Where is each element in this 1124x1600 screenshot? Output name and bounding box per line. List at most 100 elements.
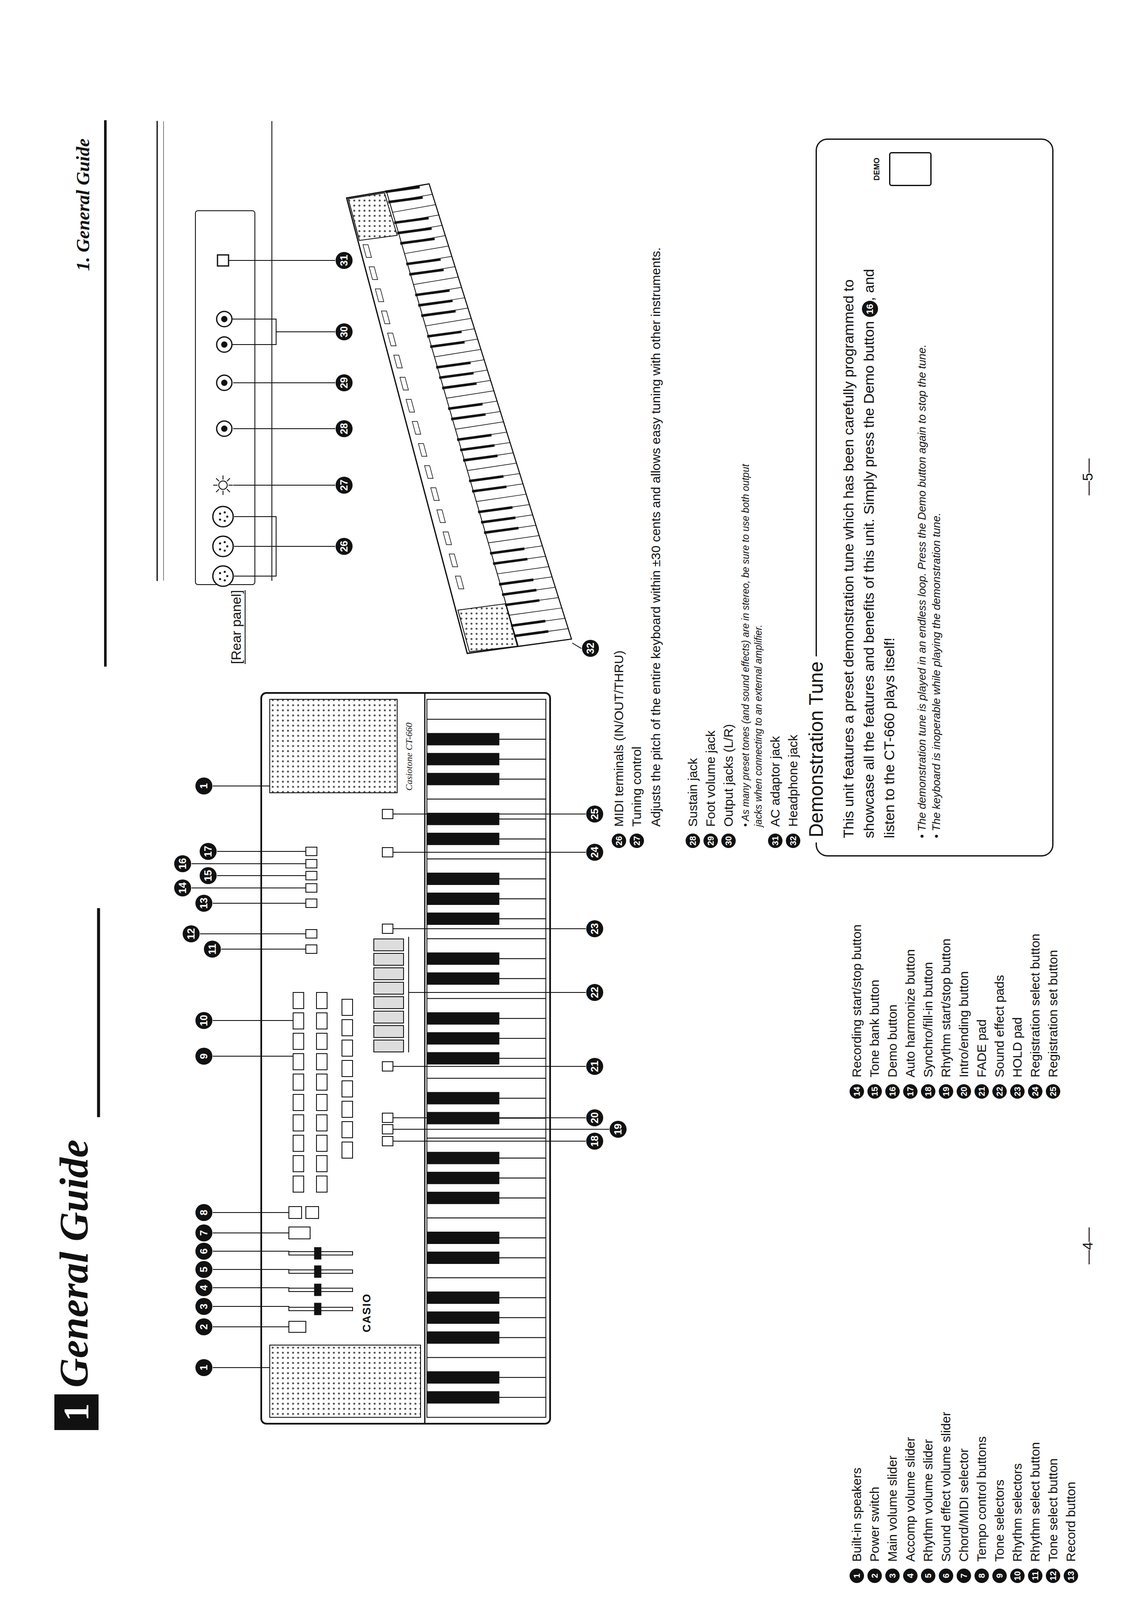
panel-button	[382, 809, 393, 819]
part-name: Built-in speakers	[849, 1467, 865, 1562]
key-line	[506, 597, 559, 605]
midi-pin	[223, 570, 226, 574]
key-line	[392, 204, 436, 213]
button-icon: DEMO	[872, 145, 936, 193]
key-line	[410, 266, 455, 275]
key-line	[434, 349, 481, 357]
panel-button	[305, 944, 317, 954]
tone-selector	[316, 1155, 328, 1172]
leader-line	[572, 643, 582, 649]
heading-rule	[104, 121, 107, 666]
description-text: Adjusts the pitch of the entire keyboard…	[647, 163, 665, 827]
key-line	[419, 297, 465, 306]
black-key	[426, 753, 500, 766]
jack-hole	[221, 425, 228, 432]
control-shape	[412, 421, 421, 435]
control-shape	[430, 487, 440, 501]
midi-pin	[219, 512, 222, 515]
part-name: Output jacks (L/R)	[720, 723, 737, 827]
tone-selector	[316, 1094, 328, 1111]
tuning-ray	[216, 478, 219, 481]
panel-button	[305, 898, 317, 908]
midi-pin	[223, 579, 226, 582]
bracket-line	[408, 937, 410, 1052]
midi-pin	[223, 549, 226, 552]
part-name: Registration select button	[1027, 933, 1043, 1078]
tone-selector	[293, 1073, 304, 1091]
black-key	[426, 1032, 500, 1045]
black-key	[426, 952, 500, 965]
jack-symbol	[216, 375, 232, 391]
slider-knob	[314, 1302, 322, 1315]
part-name: Power switch	[867, 1486, 883, 1562]
leader-line	[392, 851, 586, 853]
callout-number: 11	[203, 940, 221, 958]
panel-edge	[271, 121, 273, 581]
black-key	[426, 1152, 500, 1164]
callout-number: 4	[195, 1279, 213, 1297]
callout-number: 18	[920, 1084, 936, 1099]
callout-number: 19	[609, 1120, 627, 1138]
leader-line	[213, 902, 306, 904]
tone-selector	[316, 1073, 328, 1091]
midi-pin	[223, 541, 226, 544]
key-line	[440, 369, 488, 378]
callout-number: 9	[992, 1568, 1007, 1583]
panel-button	[305, 847, 317, 856]
key-line	[401, 235, 446, 244]
key-line	[485, 525, 537, 533]
sound-pad	[373, 1011, 404, 1023]
control-shape	[418, 443, 427, 457]
callout-number: 16	[174, 855, 192, 873]
part-name: Tone select button	[1045, 1457, 1061, 1562]
callout-number: 26	[335, 537, 353, 555]
leader-line	[392, 813, 586, 815]
key-line	[497, 566, 549, 574]
keyboard-outline	[346, 183, 572, 654]
control-shape	[406, 399, 415, 413]
body-text: This unit features a preset demonstratio…	[840, 279, 877, 839]
control-shape	[387, 333, 396, 346]
control-shape	[424, 465, 433, 479]
leader-line	[233, 382, 335, 384]
sound-pad	[373, 982, 404, 995]
midi-pin	[219, 548, 222, 551]
slider-knob	[314, 1247, 322, 1260]
leader-line	[192, 863, 306, 865]
callout-number: 23	[586, 920, 604, 938]
tuning-control	[218, 480, 228, 490]
leader-line	[392, 928, 586, 930]
leader-line	[392, 1065, 586, 1067]
callout-number: 28	[335, 420, 353, 438]
part-name: Intro/ending button	[956, 971, 972, 1078]
jack-symbol	[216, 420, 232, 437]
callout-number: 14	[174, 879, 192, 897]
key-line	[467, 463, 517, 471]
callout-number: 6	[195, 1242, 213, 1260]
leader-line	[392, 1128, 609, 1130]
panel-button	[382, 923, 393, 934]
part-name: Recording start/stop button	[849, 924, 865, 1078]
tuning-ray	[227, 478, 230, 481]
part-name: Sound effect volume slider	[938, 1411, 954, 1562]
key-line	[428, 328, 475, 337]
key-line	[461, 442, 510, 450]
leader-line	[213, 785, 270, 787]
callout-number: 27	[335, 476, 353, 494]
jack-hole	[221, 316, 228, 322]
key-strip	[386, 183, 572, 647]
panel-edge	[163, 121, 164, 581]
heading-rule	[97, 909, 101, 1116]
callout-number: 20	[586, 1109, 604, 1127]
leader-line	[276, 331, 335, 333]
tone-selector	[293, 1114, 304, 1131]
sound-pad	[373, 967, 404, 980]
key-line	[443, 380, 491, 388]
tone-selector	[293, 1175, 304, 1192]
tuning-ray	[222, 491, 224, 495]
part-name: Tuning control	[629, 746, 645, 827]
control-shape	[381, 310, 390, 324]
black-key	[426, 1311, 500, 1324]
part-name: Registration set button	[1045, 949, 1061, 1078]
